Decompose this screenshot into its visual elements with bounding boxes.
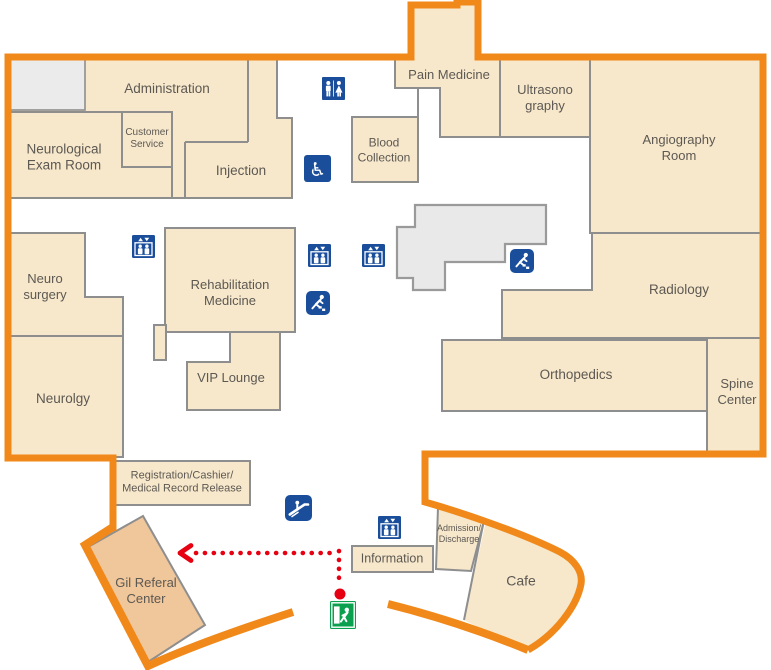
room-angiography (589, 56, 764, 234)
elevator-icon (308, 244, 331, 267)
emergency-exit-icon (330, 601, 356, 629)
room-rehabilitation-notch (153, 324, 167, 361)
wheelchair-icon: ♿ (304, 155, 331, 182)
stairs-exit-icon (510, 249, 534, 273)
room-unlabeled-gray-topleft (7, 56, 86, 111)
room-ultrasonography (499, 56, 591, 138)
room-radiology (501, 232, 764, 339)
room-orthopedics (441, 339, 708, 412)
elevator-icon (362, 244, 385, 267)
route-arrowhead (177, 543, 194, 563)
room-spine-center (706, 337, 764, 453)
room-cafe (464, 521, 581, 648)
room-information (351, 545, 434, 573)
room-neuro-surgery (7, 232, 124, 337)
building-outline-bottom-arc (387, 600, 530, 654)
route-start-dot (334, 588, 346, 600)
room-blood-collection (351, 116, 419, 183)
room-registration (114, 460, 251, 506)
escalator-icon (285, 495, 312, 521)
wall-cafe-left (463, 519, 485, 621)
room-unlabeled-gray-center (395, 203, 548, 292)
room-customer-service (121, 111, 173, 168)
building-outline-gil-wrap (79, 523, 295, 670)
svg-text:♿: ♿ (309, 159, 326, 181)
elevator-icon (378, 516, 401, 539)
elevator-icon (132, 235, 155, 258)
room-neurolgy (7, 335, 124, 458)
building-outline (4, 0, 767, 654)
restroom-icon (322, 77, 345, 100)
room-rehabilitation (164, 227, 296, 333)
room-vip-lounge (186, 331, 281, 411)
route-dotted-path (177, 543, 346, 600)
stairs-exit-icon (306, 291, 330, 315)
